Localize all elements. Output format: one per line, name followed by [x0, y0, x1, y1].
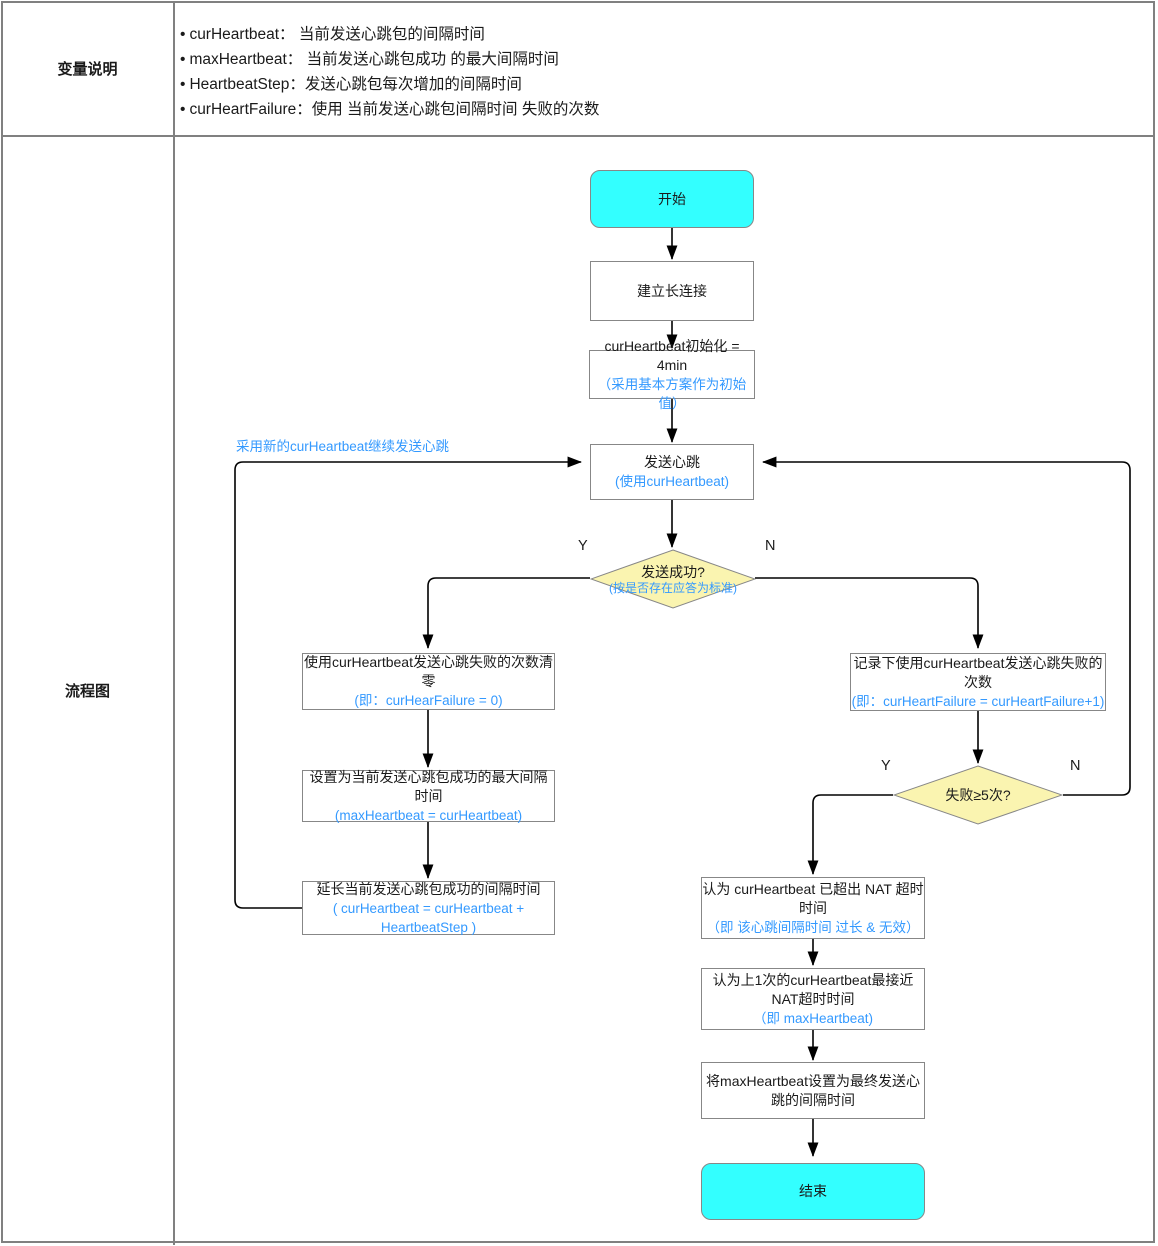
node-init-curheartbeat-sub: （采用基本方案作为初始值）	[597, 376, 747, 411]
node-send-heartbeat[interactable]: 发送心跳 (使用curHeartbeat)	[590, 444, 754, 500]
branch-label-send-no: N	[765, 538, 776, 554]
variable-item-text: curHeartFailure：使用 当前发送心跳包间隔时间 失败的次数	[189, 101, 600, 118]
node-end[interactable]: 结束	[701, 1163, 925, 1220]
node-reset-failure-count-sub: (即：curHearFailure = 0)	[354, 693, 503, 708]
node-reset-failure-count[interactable]: 使用curHeartbeat发送心跳失败的次数清零 (即：curHearFail…	[302, 653, 555, 710]
node-over-nat-timeout-label: 认为 curHeartbeat 已超出 NAT 超时时间	[702, 880, 924, 916]
node-establish-connection[interactable]: 建立长连接	[590, 261, 754, 321]
variable-item-text: curHeartbeat： 当前发送心跳包的间隔时间	[189, 26, 485, 43]
variable-item-text: maxHeartbeat： 当前发送心跳包成功 的最大间隔时间	[189, 51, 559, 68]
node-reset-failure-count-label: 使用curHeartbeat发送心跳失败的次数清零	[304, 654, 553, 689]
node-start[interactable]: 开始	[590, 170, 754, 228]
node-init-curheartbeat[interactable]: curHeartbeat初始化 = 4min （采用基本方案作为初始值）	[589, 338, 755, 411]
bullet-icon: •	[180, 101, 186, 118]
node-set-max-heartbeat-label: 设置为当前发送心跳包成功的最大间隔时间	[309, 768, 548, 804]
node-over-nat-timeout-sub: （即 该心跳间隔时间 过长 & 无效）	[706, 919, 920, 935]
node-end-label: 结束	[799, 1183, 827, 1199]
variable-item: •maxHeartbeat： 当前发送心跳包成功 的最大间隔时间	[180, 47, 1120, 72]
node-over-nat-timeout[interactable]: 认为 curHeartbeat 已超出 NAT 超时时间 （即 该心跳间隔时间 …	[701, 877, 925, 939]
branch-label-fail5-yes: Y	[881, 758, 891, 774]
node-start-label: 开始	[658, 190, 686, 207]
node-decision-failure-threshold[interactable]: 失败≥5次?	[893, 765, 1063, 825]
row-label-variables: 变量说明	[57, 61, 118, 78]
node-record-failure-count[interactable]: 记录下使用curHeartbeat发送心跳失败的次数 (即：curHeartFa…	[850, 653, 1106, 711]
variable-description-list: •curHeartbeat： 当前发送心跳包的间隔时间 •maxHeartbea…	[180, 22, 1120, 122]
bullet-icon: •	[180, 26, 186, 43]
table-row-divider	[1, 135, 1155, 137]
node-extend-interval-sub: ( curHeartbeat = curHeartbeat + Heartbea…	[332, 900, 525, 935]
node-record-failure-count-label: 记录下使用curHeartbeat发送心跳失败的次数	[853, 654, 1103, 690]
node-extend-interval[interactable]: 延长当前发送心跳包成功的间隔时间 ( curHeartbeat = curHea…	[302, 881, 555, 935]
variable-item: •curHeartFailure：使用 当前发送心跳包间隔时间 失败的次数	[180, 97, 1120, 122]
node-final-set-maxheartbeat[interactable]: 将maxHeartbeat设置为最终发送心跳的间隔时间	[701, 1062, 925, 1119]
node-closest-nat-timeout[interactable]: 认为上1次的curHeartbeat最接近NAT超时时间 （即 maxHeart…	[701, 968, 925, 1030]
diamond-shape	[590, 549, 756, 609]
table-column-divider	[173, 1, 175, 1245]
row-label-flowchart: 流程图	[64, 683, 110, 700]
variable-item-text: HeartbeatStep：发送心跳包每次增加的间隔时间	[189, 76, 522, 93]
branch-label-fail5-no: N	[1070, 758, 1081, 774]
node-closest-nat-timeout-label: 认为上1次的curHeartbeat最接近NAT超时时间	[712, 971, 914, 1007]
bullet-icon: •	[180, 51, 186, 68]
node-final-set-maxheartbeat-label: 将maxHeartbeat设置为最终发送心跳的间隔时间	[706, 1072, 920, 1108]
variable-item: •curHeartbeat： 当前发送心跳包的间隔时间	[180, 22, 1120, 47]
node-record-failure-count-sub: (即：curHeartFailure = curHeartFailure+1)	[851, 693, 1105, 709]
branch-label-send-yes: Y	[578, 538, 588, 554]
node-closest-nat-timeout-sub: （即 maxHeartbeat)	[752, 1010, 874, 1026]
node-init-curheartbeat-label: curHeartbeat初始化 = 4min	[604, 337, 740, 373]
bullet-icon: •	[180, 76, 186, 93]
annotation-loopback: 采用新的curHeartbeat继续发送心跳	[236, 439, 450, 454]
node-decision-send-success[interactable]: 发送成功? (按是否存在应答为标准)	[590, 549, 756, 609]
node-establish-connection-label: 建立长连接	[637, 282, 707, 299]
diamond-shape	[893, 765, 1063, 825]
node-extend-interval-label: 延长当前发送心跳包成功的间隔时间	[316, 880, 541, 897]
node-set-max-heartbeat[interactable]: 设置为当前发送心跳包成功的最大间隔时间 (maxHeartbeat = curH…	[302, 768, 555, 823]
variable-item: •HeartbeatStep：发送心跳包每次增加的间隔时间	[180, 72, 1120, 97]
node-send-heartbeat-label: 发送心跳	[644, 454, 700, 470]
node-set-max-heartbeat-sub: (maxHeartbeat = curHeartbeat)	[334, 807, 523, 823]
node-send-heartbeat-sub: (使用curHeartbeat)	[614, 474, 730, 489]
